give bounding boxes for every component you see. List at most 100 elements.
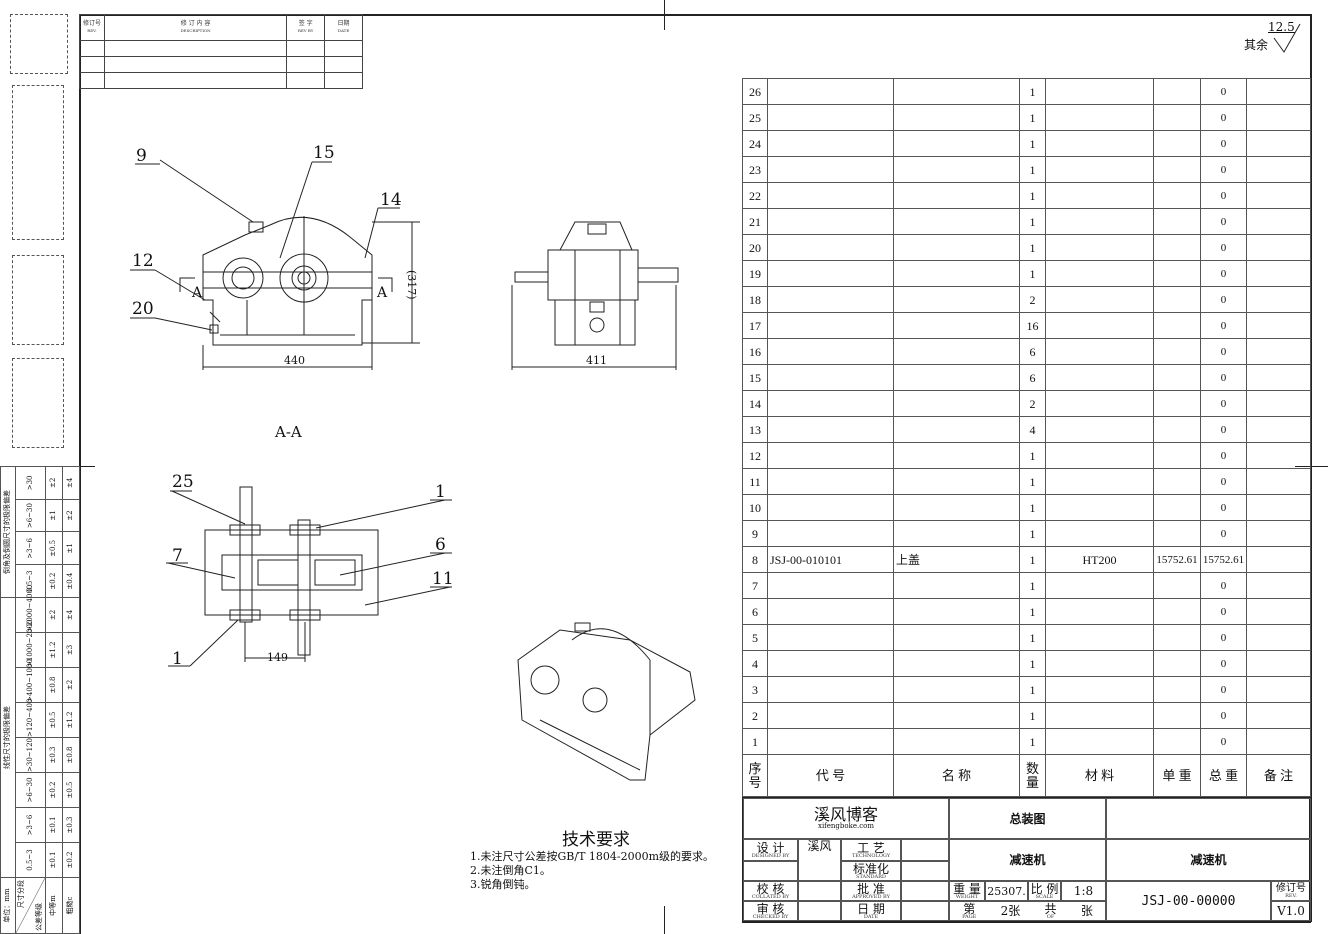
bom-cell-name <box>893 442 1020 469</box>
bom-cell-remark <box>1246 728 1311 755</box>
center-mark-top <box>664 0 665 30</box>
bom-cell-name <box>893 78 1020 105</box>
bom-cell-qty: 1 <box>1019 598 1046 625</box>
bom-cell-qty: 1 <box>1019 494 1046 521</box>
section-marker-left: A <box>192 285 203 301</box>
bom-cell-qty: 1 <box>1019 572 1046 599</box>
bom-cell-remark <box>1246 234 1311 261</box>
weight-value: 25307. <box>985 881 1028 901</box>
page-value: 2张 <box>1000 904 1021 918</box>
bom-cell-name <box>893 468 1020 495</box>
frame-top <box>79 14 1311 16</box>
revision-value: V1.0 <box>1271 901 1311 921</box>
isometric-view <box>517 622 696 781</box>
bom-cell-remark <box>1246 572 1311 599</box>
bom-header-cell: 名 称 <box>893 754 1020 797</box>
side-view <box>511 221 679 370</box>
bom-cell-name <box>893 650 1020 677</box>
bom-cell-total_wt: 0 <box>1200 676 1247 703</box>
section-label: A-A <box>275 423 302 441</box>
bom-cell-no: 4 <box>742 650 768 677</box>
bom-cell-total_wt: 0 <box>1200 520 1247 547</box>
bom-cell-unit_wt <box>1153 624 1201 651</box>
bom-cell-name <box>893 156 1020 183</box>
bom-header-cell: 数量 <box>1019 754 1046 797</box>
part-name: 减速机 <box>949 839 1106 881</box>
bom-cell-code <box>767 442 894 469</box>
bom-cell-no: 15 <box>742 364 768 391</box>
bom-cell-name: 上盖 <box>893 546 1020 573</box>
bom-cell-qty: 1 <box>1019 182 1046 209</box>
bom-cell-total_wt: 0 <box>1200 234 1247 261</box>
bom-cell-qty: 1 <box>1019 130 1046 157</box>
bom-cell-material <box>1045 494 1154 521</box>
bom-cell-material <box>1045 312 1154 339</box>
bom-cell-total_wt: 0 <box>1200 260 1247 287</box>
bom-cell-total_wt: 0 <box>1200 208 1247 235</box>
bom-cell-material <box>1045 442 1154 469</box>
bom-cell-no: 24 <box>742 130 768 157</box>
balloon-1-top: 1 <box>435 482 446 502</box>
bom-cell-name <box>893 260 1020 287</box>
bom-cell-no: 16 <box>742 338 768 365</box>
bom-cell-total_wt: 0 <box>1200 416 1247 443</box>
bom-header-cell: 材 料 <box>1045 754 1154 797</box>
balloon-7: 7 <box>172 546 183 566</box>
bom-cell-qty: 1 <box>1019 260 1046 287</box>
bom-cell-no: 25 <box>742 104 768 131</box>
part-name-right: 减速机 <box>1106 839 1311 881</box>
bom-cell-no: 23 <box>742 156 768 183</box>
bom-cell-code <box>767 208 894 235</box>
bom-cell-name <box>893 624 1020 651</box>
bom-cell-no: 21 <box>742 208 768 235</box>
bom-cell-qty: 1 <box>1019 650 1046 677</box>
bom-cell-unit_wt <box>1153 104 1201 131</box>
dim-shaft-distance: 149 <box>267 651 288 664</box>
bom-cell-no: 1 <box>742 728 768 755</box>
bom-cell-name <box>893 182 1020 209</box>
bom-header-cell: 序号 <box>742 754 768 797</box>
bom-cell-material: HT200 <box>1045 546 1154 573</box>
bom-cell-material <box>1045 468 1154 495</box>
binding-box <box>12 358 64 448</box>
bom-cell-remark <box>1246 364 1311 391</box>
tech-requirements-title: 技术要求 <box>562 830 630 850</box>
bom-cell-name <box>893 234 1020 261</box>
bom-cell-remark <box>1246 312 1311 339</box>
bom-cell-name <box>893 104 1020 131</box>
bom-cell-material <box>1045 598 1154 625</box>
drawing-type: 总装图 <box>949 798 1106 839</box>
bom-cell-remark <box>1246 130 1311 157</box>
drawing-number: JSJ-00-00000 <box>1106 881 1271 921</box>
bom-cell-remark <box>1246 260 1311 287</box>
balloon-12: 12 <box>132 251 154 271</box>
frame-left <box>79 14 81 934</box>
bom-cell-total_wt: 0 <box>1200 442 1247 469</box>
center-mark-bottom <box>664 906 665 934</box>
bom-header-cell: 代 号 <box>767 754 894 797</box>
bom-cell-total_wt: 0 <box>1200 104 1247 131</box>
bom-cell-no: 6 <box>742 598 768 625</box>
bom-cell-qty: 2 <box>1019 390 1046 417</box>
bom-cell-no: 19 <box>742 260 768 287</box>
bom-cell-qty: 6 <box>1019 338 1046 365</box>
dim-front-width: 440 <box>284 354 305 367</box>
balloon-15: 15 <box>313 143 335 163</box>
bom-cell-unit_wt <box>1153 650 1201 677</box>
section-marker-right: A <box>377 285 388 301</box>
bom-cell-unit_wt <box>1153 338 1201 365</box>
dim-front-height: (317) <box>405 270 418 300</box>
bom-cell-name <box>893 364 1020 391</box>
bom-cell-unit_wt: 15752.61 <box>1153 546 1201 573</box>
